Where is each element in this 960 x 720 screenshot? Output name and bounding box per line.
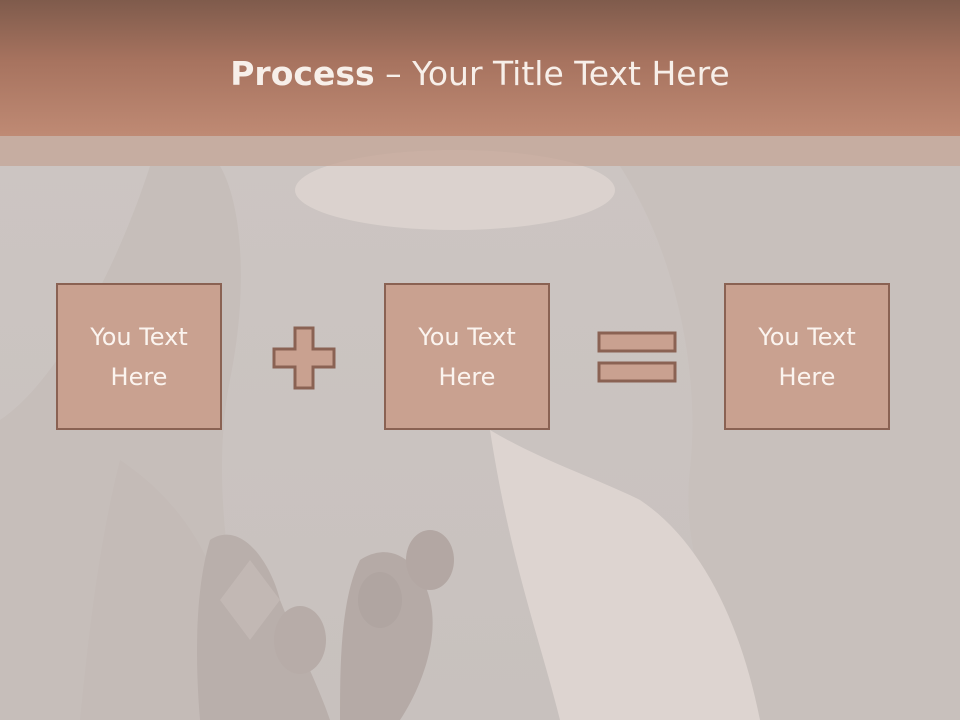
title-underline-strip bbox=[0, 136, 960, 166]
process-box-2-text: You Text Here bbox=[418, 322, 516, 391]
slide-title-bold: Process bbox=[230, 54, 375, 93]
process-box-3[interactable]: You Text Here bbox=[724, 283, 890, 430]
process-box-1[interactable]: You Text Here bbox=[56, 283, 222, 430]
process-box-1-text: You Text Here bbox=[90, 322, 188, 391]
process-box-3-text: You Text Here bbox=[758, 322, 856, 391]
slide-title-rest: – Your Title Text Here bbox=[374, 54, 730, 93]
slide-title: Process – Your Title Text Here bbox=[0, 54, 960, 94]
plus-icon bbox=[272, 326, 336, 390]
equals-icon bbox=[597, 331, 677, 383]
process-box-2[interactable]: You Text Here bbox=[384, 283, 550, 430]
title-bar bbox=[0, 0, 960, 136]
